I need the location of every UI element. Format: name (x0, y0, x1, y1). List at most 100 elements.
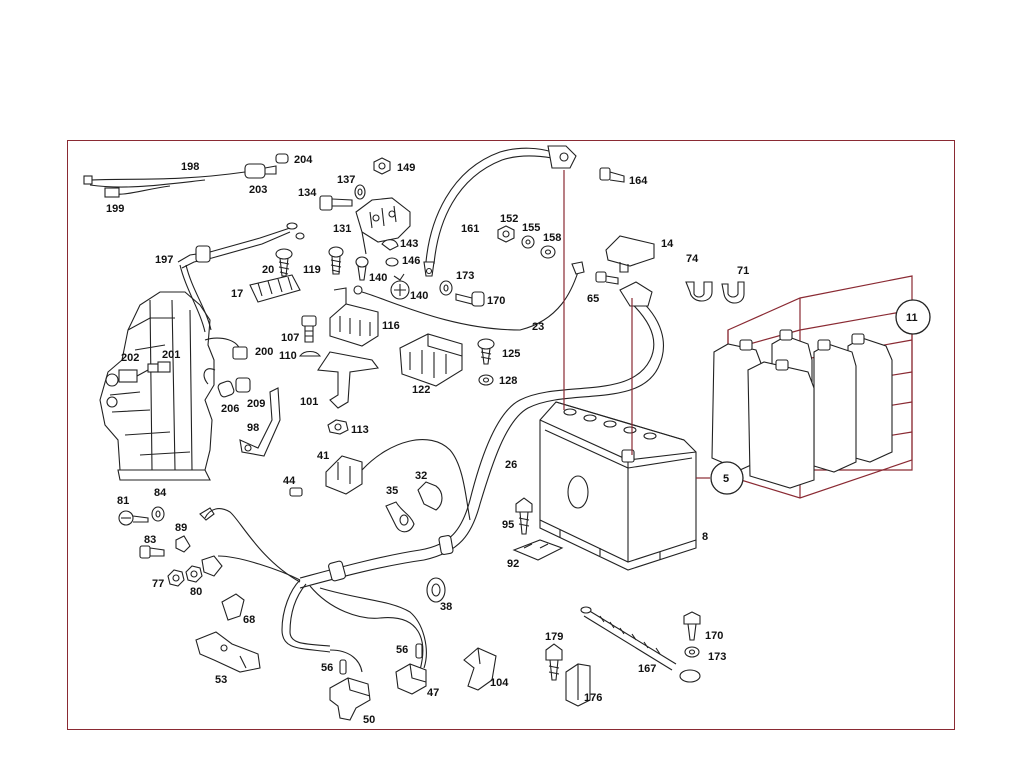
label-89: 89 (175, 522, 187, 534)
label-65: 65 (587, 293, 599, 305)
washer-137-drawing (354, 184, 366, 200)
label-176: 176 (584, 692, 602, 704)
nuts-206-209-drawing (217, 377, 251, 398)
label-17: 17 (231, 288, 243, 300)
bolt-179-drawing (545, 643, 563, 681)
label-95: 95 (502, 519, 514, 531)
label-74: 74 (686, 253, 699, 265)
label-41: 41 (317, 450, 329, 462)
label-173a: 173 (456, 270, 474, 282)
bracket-176-drawing (565, 663, 591, 707)
label-155: 155 (522, 222, 540, 234)
label-23: 23 (532, 321, 544, 333)
nut-77-drawing (167, 569, 185, 587)
washer-146-drawing (385, 257, 399, 267)
label-140a: 140 (369, 272, 387, 284)
grommet-35-drawing (385, 501, 415, 533)
screw-140b-drawing (390, 273, 410, 300)
label-53: 53 (215, 674, 227, 686)
clip-164-drawing (599, 167, 625, 183)
cable-41-drawing (361, 439, 471, 521)
screw-140a-drawing (355, 256, 369, 281)
cable-23-drawing (353, 261, 585, 331)
label-83: 83 (144, 534, 156, 546)
harness-200-drawing (118, 337, 248, 385)
label-20: 20 (262, 264, 274, 276)
label-128: 128 (499, 375, 517, 387)
bracket-98-drawing (239, 387, 281, 457)
clamp-41-drawing (325, 455, 363, 495)
label-56b: 56 (396, 644, 408, 656)
label-50: 50 (363, 714, 375, 726)
battery-8-drawing (539, 401, 697, 571)
washer-173a-drawing (439, 280, 453, 296)
label-26: 26 (505, 459, 517, 471)
label-137: 137 (337, 174, 355, 186)
label-110: 110 (279, 350, 297, 362)
terminal-drawing (199, 507, 223, 577)
clamp-53-drawing (195, 631, 261, 673)
label-14: 14 (661, 238, 674, 250)
label-80: 80 (190, 586, 202, 598)
label-113: 113 (351, 424, 369, 436)
bolt-107-drawing (301, 315, 317, 343)
bracket-89-drawing (175, 535, 191, 553)
strap-92-drawing (512, 539, 564, 561)
screw-20-drawing (275, 248, 293, 277)
terminal-block-17-drawing (249, 274, 301, 303)
label-47: 47 (427, 687, 439, 699)
label-125: 125 (502, 348, 520, 360)
relay-box-122-drawing (399, 333, 463, 387)
label-143: 143 (400, 238, 418, 250)
label-104: 104 (490, 677, 509, 689)
label-199: 199 (106, 203, 124, 215)
bolt-83-drawing (139, 545, 165, 559)
label-77: 77 (152, 578, 164, 590)
label-170a: 170 (487, 295, 505, 307)
label-116: 116 (382, 320, 400, 332)
cable-197-drawing (177, 222, 305, 333)
washer-84-drawing (151, 506, 165, 522)
label-167: 167 (638, 663, 656, 675)
label-200: 200 (255, 346, 273, 358)
nut-152-drawing (497, 225, 515, 243)
engine-block-drawing (99, 291, 215, 481)
plug-44-drawing (289, 487, 303, 497)
washer-173b-drawing (684, 646, 700, 658)
label-161: 161 (461, 223, 479, 235)
screw-125-drawing (477, 338, 495, 365)
diagram-frame (67, 140, 955, 730)
clamp-71-drawing (721, 281, 745, 304)
terminal-56a-drawing (339, 659, 347, 675)
label-152: 152 (500, 213, 518, 225)
label-146: 146 (402, 255, 420, 267)
label-140b: 140 (410, 290, 428, 302)
label-68: 68 (243, 614, 255, 626)
harness-198-drawing (83, 153, 289, 198)
washer-155-drawing (521, 235, 535, 249)
switch-47-drawing (395, 663, 427, 695)
fuse-box-116-drawing (329, 287, 379, 347)
label-164: 164 (629, 175, 648, 187)
label-197: 197 (155, 254, 173, 266)
grommet-38-drawing (426, 577, 446, 603)
label-204: 204 (294, 154, 313, 166)
label-203: 203 (249, 184, 267, 196)
label-179: 179 (545, 631, 563, 643)
screw-81-drawing (118, 510, 149, 526)
ground-strap-167-drawing (580, 606, 701, 683)
screw-95-drawing (515, 497, 533, 535)
label-201: 201 (162, 349, 180, 361)
nut-149-drawing (373, 157, 391, 175)
label-11: 11 (906, 312, 918, 324)
label-173b: 173 (708, 651, 726, 663)
label-122: 122 (412, 384, 430, 396)
callout-circle-11 (895, 299, 931, 335)
label-84: 84 (154, 487, 167, 499)
label-209: 209 (247, 398, 265, 410)
terminal-56b-drawing (415, 643, 423, 659)
bracket-131-drawing (355, 197, 411, 255)
label-158: 158 (543, 232, 561, 244)
clamp-74-drawing (685, 281, 713, 302)
